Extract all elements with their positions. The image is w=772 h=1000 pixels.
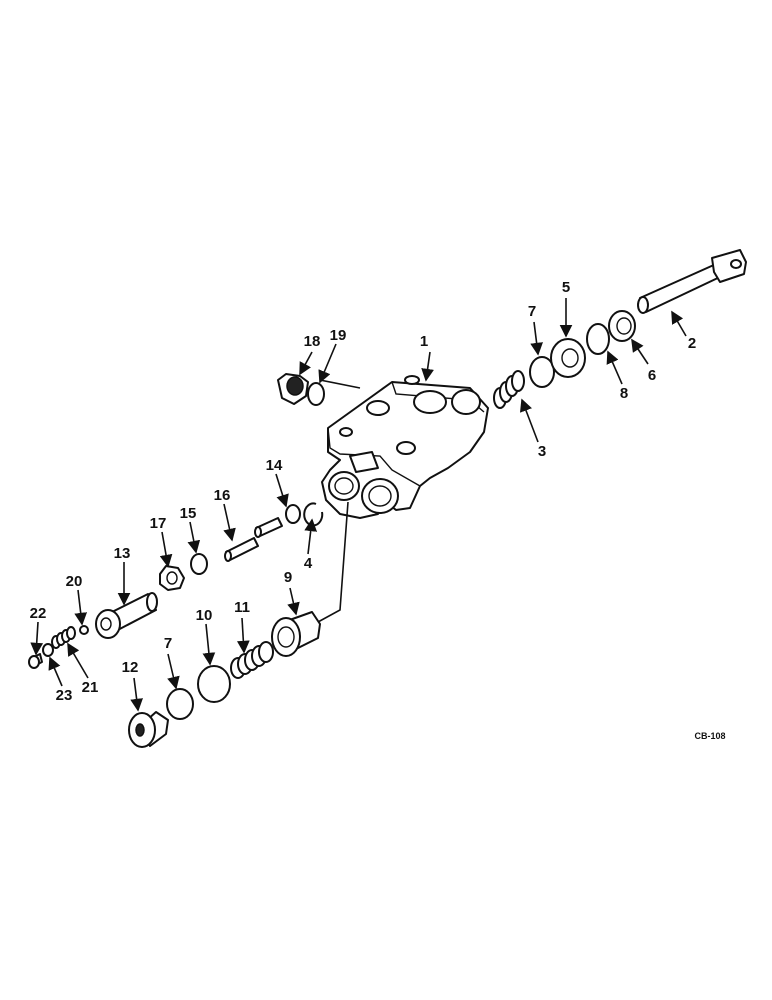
callout-2: 2 [688,335,696,352]
callout-6: 6 [648,367,656,384]
callout-22: 22 [30,605,47,622]
screw-22 [28,653,43,669]
callout-13: 13 [114,545,131,562]
callout-20: 20 [66,573,83,590]
callout-7-upper: 7 [528,303,536,320]
callout-11: 11 [234,599,250,616]
washer-19 [307,382,325,406]
leader-lines [30,298,687,712]
o-ring-lower [166,688,194,720]
ring-14 [285,504,301,524]
adjusting-screw-13 [95,592,158,639]
spring-11 [230,641,274,679]
cap-12 [128,711,169,748]
callout-23: 23 [56,687,73,704]
callout-18: 18 [304,333,321,350]
valve-body [321,375,489,519]
plug-9 [271,611,321,657]
callout-12: 12 [122,659,139,676]
callout-17: 17 [150,515,167,532]
callout-9: 9 [284,569,292,586]
callout-14: 14 [266,457,283,474]
callout-10: 10 [196,607,213,624]
callout-15: 15 [180,505,197,522]
pin [254,517,283,538]
callout-8: 8 [620,385,628,402]
callout-4: 4 [304,555,313,572]
ball-20 [79,625,89,635]
spring-3 [493,370,525,409]
plug-18 [277,373,309,405]
snap-ring-4 [303,502,324,527]
callout-7-lower: 7 [164,635,172,652]
bushing-6 [608,310,636,342]
callouts: 1 2 3 4 5 6 7 7 8 9 10 11 12 13 14 15 16… [30,279,697,704]
reference-code: CB-108 [694,731,725,741]
callout-21: 21 [82,679,99,696]
o-ring-10 [197,665,231,703]
hex-nut-17 [159,565,185,591]
o-ring-upper [529,356,555,388]
washer-23 [42,643,54,657]
callout-3: 3 [538,443,546,460]
spring-21 [51,626,76,649]
ring-15 [190,553,208,575]
callout-1: 1 [420,333,428,350]
callout-19: 19 [330,327,347,344]
ring-8 [586,323,610,355]
shaft-clevis [637,249,747,314]
seal-5 [550,338,586,378]
callout-5: 5 [562,279,570,296]
pin-16 [224,537,259,562]
callout-16: 16 [214,487,231,504]
